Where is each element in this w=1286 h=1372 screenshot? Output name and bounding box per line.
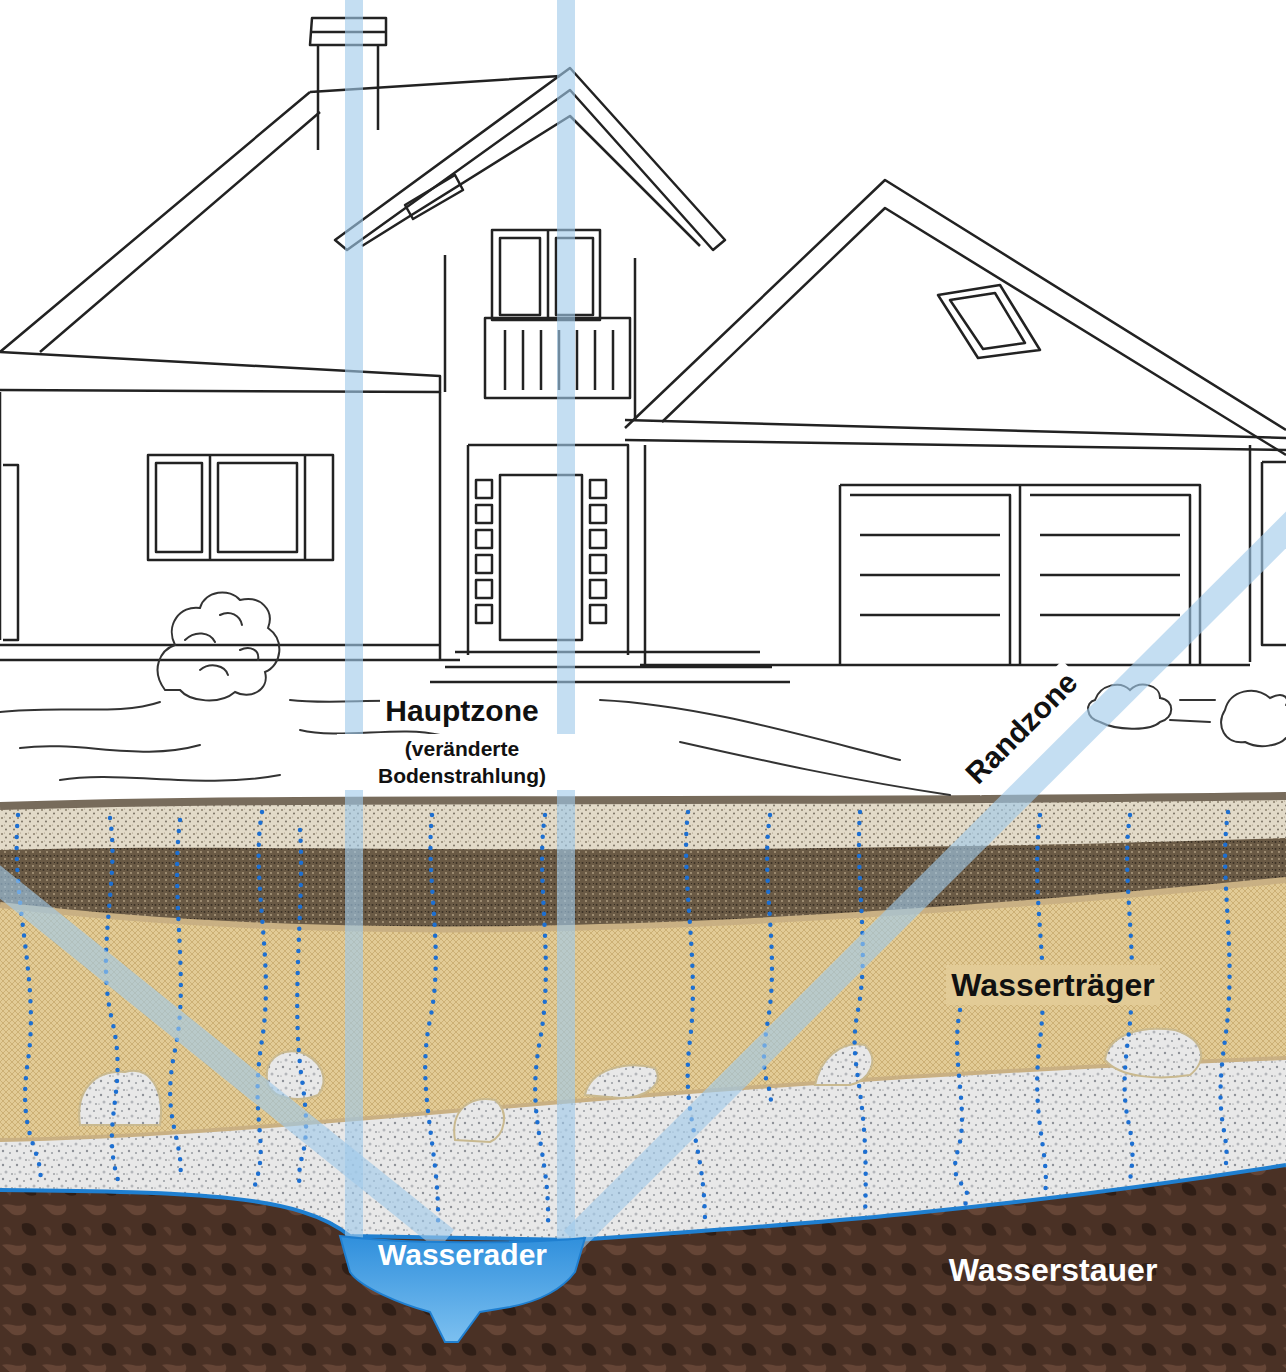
garden-sketch bbox=[1221, 691, 1286, 746]
house-drawing bbox=[840, 485, 1200, 665]
gravel-boulder bbox=[79, 1071, 161, 1125]
house-drawing bbox=[0, 18, 1286, 682]
ground-layers bbox=[0, 796, 1286, 1372]
zone-title: Randzone bbox=[954, 660, 1089, 795]
water-seepage bbox=[535, 815, 548, 1225]
gravel-boulder bbox=[585, 1065, 658, 1098]
house-drawing bbox=[590, 480, 606, 623]
water-seepage bbox=[17, 812, 1230, 1225]
layer-label: Wasserträger bbox=[946, 965, 1159, 1005]
zone-title: Hauptzone bbox=[380, 692, 543, 730]
garden-sketch bbox=[185, 613, 258, 675]
radiation-beam bbox=[0, 0, 1286, 1242]
gravel-boulder bbox=[454, 1099, 504, 1142]
house-drawing bbox=[430, 652, 790, 682]
house-drawing bbox=[468, 445, 628, 655]
house-drawing bbox=[860, 535, 1180, 615]
water-seepage bbox=[855, 812, 866, 1215]
water-seepage bbox=[686, 812, 705, 1225]
house-drawing bbox=[0, 76, 560, 352]
house-drawing bbox=[362, 116, 700, 246]
ground-layers bbox=[0, 880, 1286, 1372]
ground-layers bbox=[0, 796, 1286, 806]
zone-subtitle: (veränderte Bodenstrahlung) bbox=[337, 734, 587, 791]
house-drawing bbox=[492, 230, 600, 320]
radiation-beam bbox=[557, 0, 575, 1242]
radiation-beam bbox=[0, 874, 446, 1240]
radiation-beam bbox=[573, 518, 1286, 1240]
garden-sketch bbox=[1170, 700, 1215, 722]
house-drawing bbox=[335, 68, 725, 250]
water-seepage bbox=[106, 818, 118, 1180]
water-seepage bbox=[255, 812, 266, 1185]
water-seepage bbox=[1220, 812, 1229, 1170]
house-drawing bbox=[0, 352, 440, 392]
garden-sketch bbox=[0, 702, 280, 781]
house-drawing bbox=[476, 480, 492, 623]
vein-label: Wasserader bbox=[340, 1232, 585, 1273]
house-drawing bbox=[625, 420, 1286, 450]
house-drawing bbox=[640, 445, 1250, 665]
ground-layers bbox=[0, 1058, 1286, 1372]
gravel-boulder bbox=[1105, 1029, 1201, 1078]
ground-layers bbox=[0, 1165, 1286, 1372]
house-drawing bbox=[625, 180, 1286, 455]
garden-sketch bbox=[0, 592, 1286, 795]
ground-layers bbox=[0, 880, 1286, 929]
water-seepage bbox=[17, 815, 41, 1185]
ground-layers bbox=[0, 838, 1286, 1372]
water-vein: Wasserader bbox=[340, 1232, 585, 1344]
garden-sketch bbox=[158, 592, 280, 700]
house-drawing bbox=[405, 175, 463, 219]
house-drawing bbox=[0, 645, 460, 660]
house-drawing bbox=[0, 392, 333, 640]
garden-sketch bbox=[600, 700, 950, 795]
water-seepage bbox=[955, 1010, 967, 1205]
house-drawing bbox=[938, 285, 1040, 358]
ground-layers bbox=[0, 1058, 1286, 1140]
water-seepage bbox=[425, 815, 438, 1225]
water-seepage bbox=[170, 820, 181, 1180]
gravel-boulder bbox=[815, 1044, 872, 1085]
layer-label: Wasserstauer bbox=[944, 1250, 1163, 1290]
house-drawing bbox=[3, 465, 18, 640]
ground-layers bbox=[0, 796, 1286, 1372]
radiation-beam bbox=[345, 0, 363, 1242]
